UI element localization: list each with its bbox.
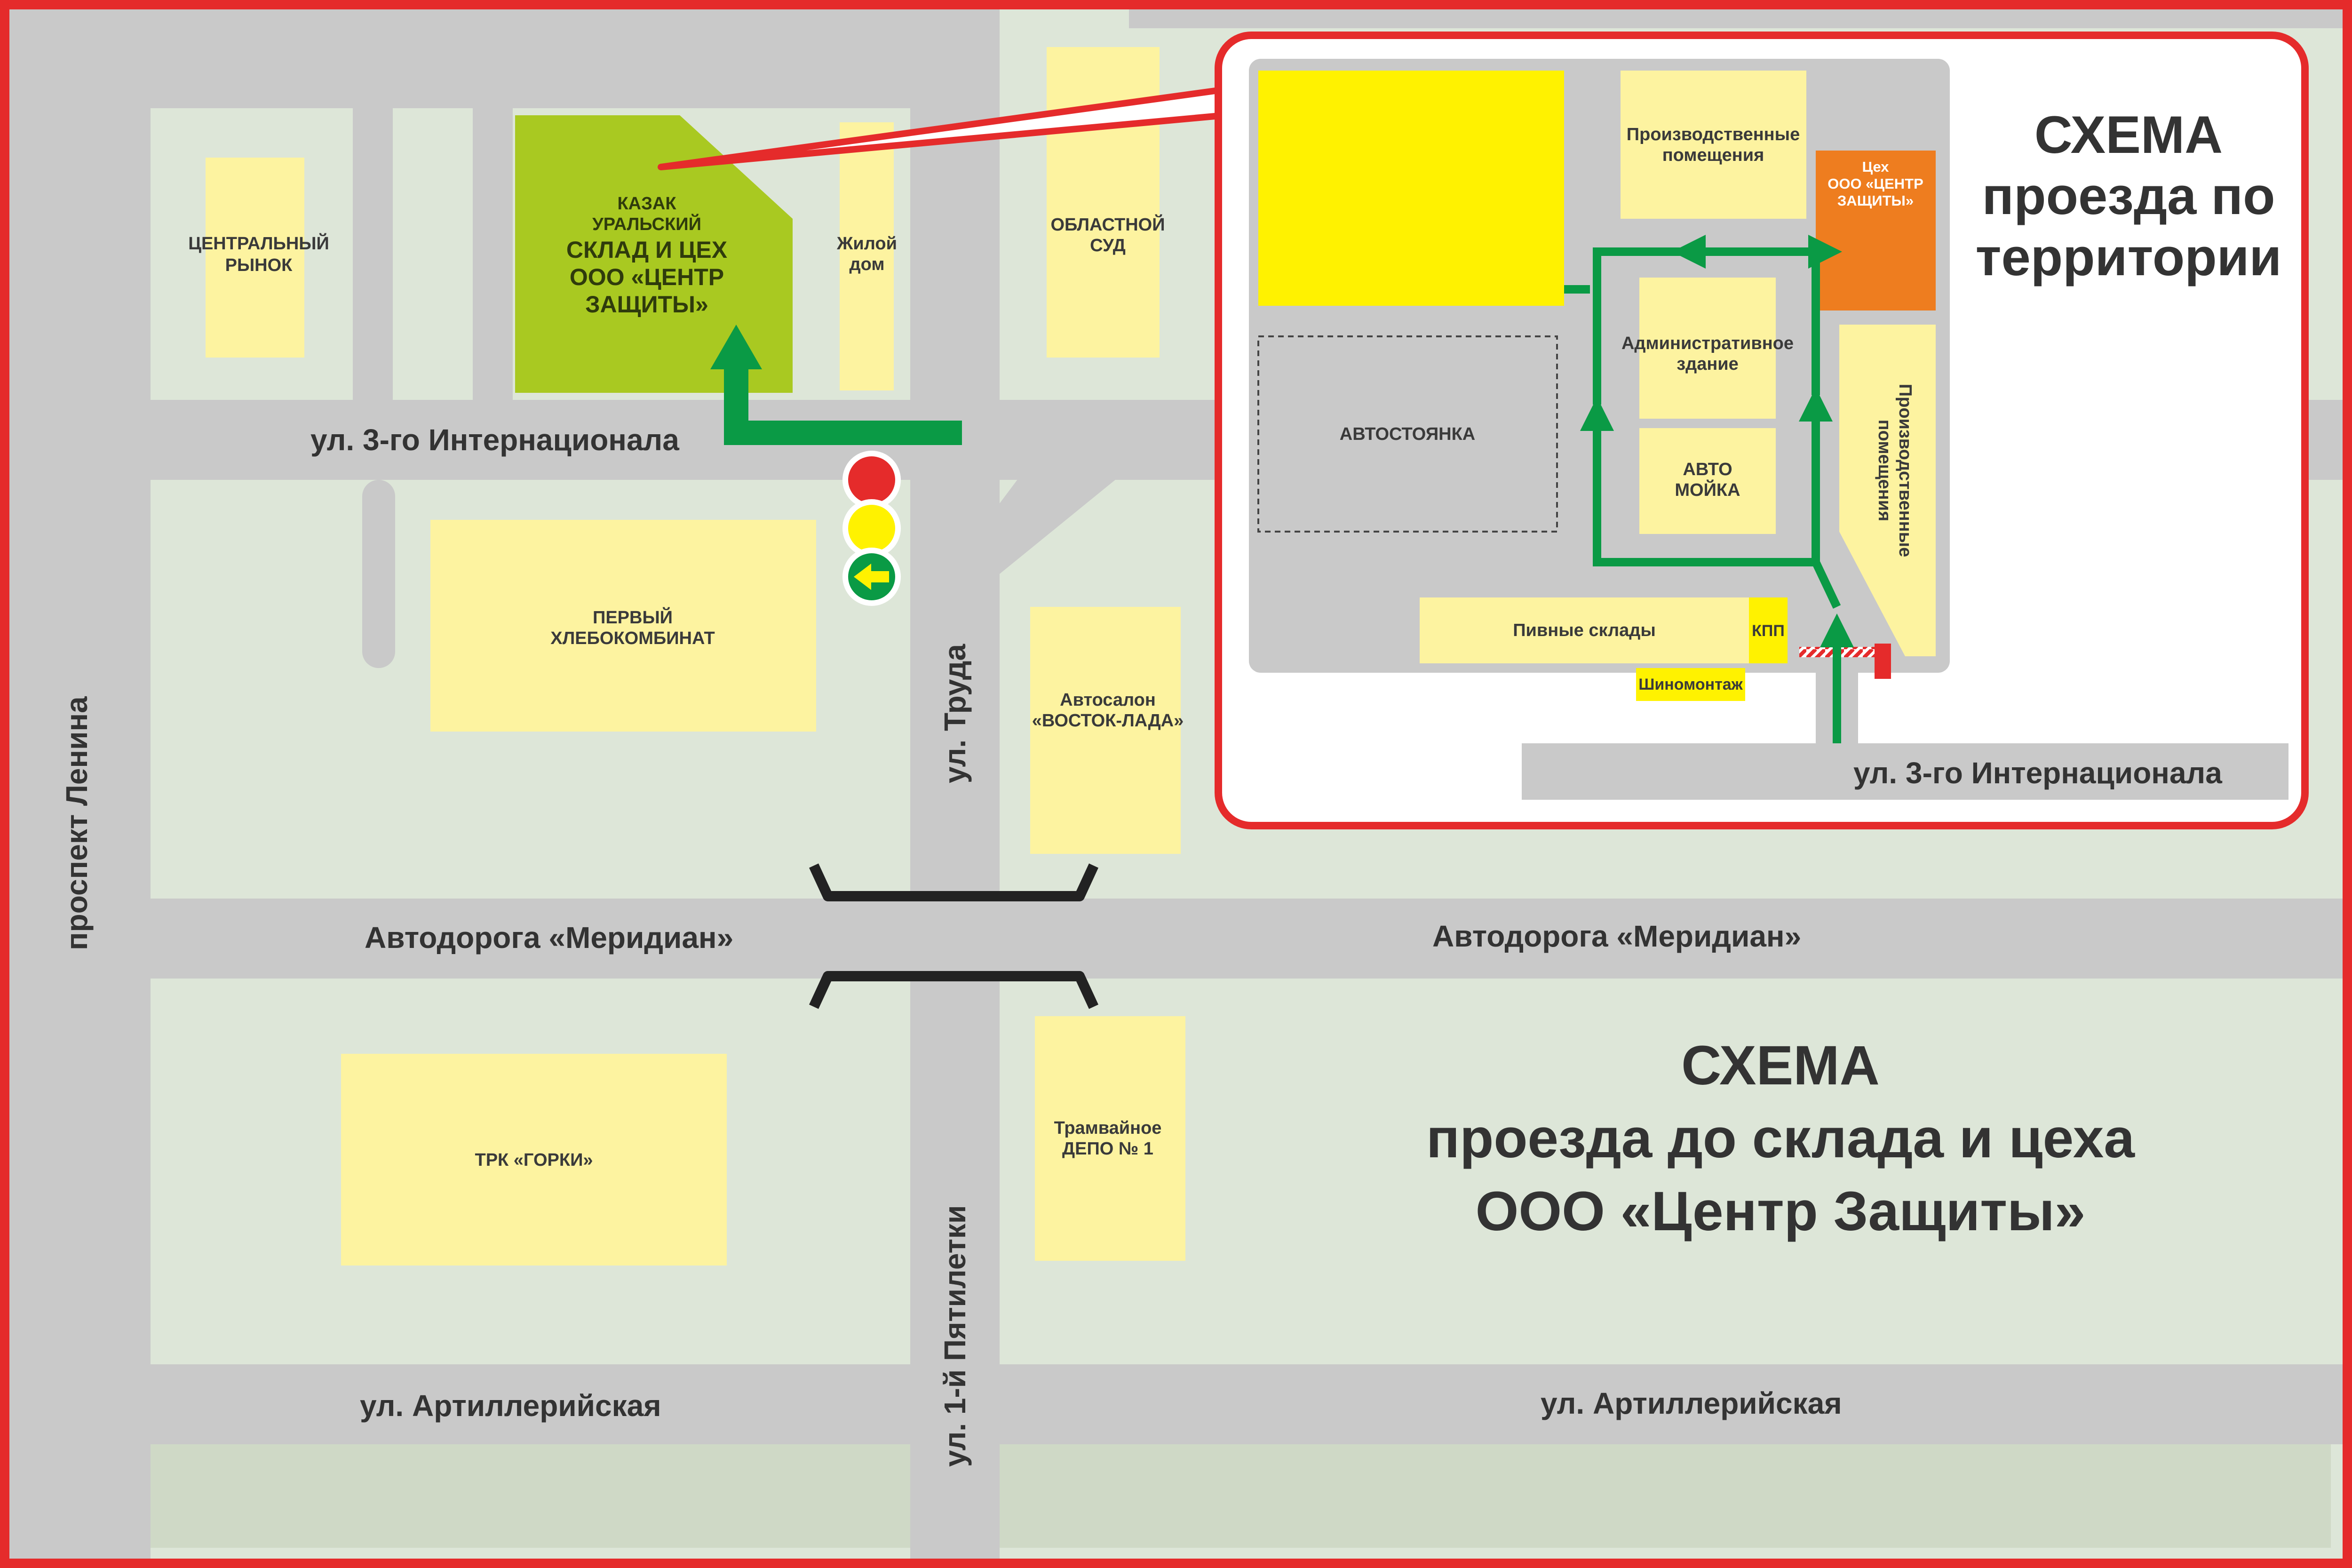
street-meridian-right: Автодорога «Меридиан»: [1432, 919, 1801, 953]
inset-parking-label: АВТОСТОЯНКА: [1340, 424, 1475, 444]
street-artilleriyskaya-right: ул. Артиллерийская: [1541, 1386, 1842, 1420]
inset-street-label: ул. 3-го Интернационала: [1853, 756, 2222, 790]
inset-title-line-1: СХЕМА: [2034, 105, 2223, 164]
traffic-light-red: [848, 456, 895, 503]
traffic-light-yellow: [848, 505, 895, 552]
building-autosalon: [1030, 607, 1181, 854]
inset-production-right-label: Производственныепомещения: [1875, 384, 1915, 557]
building-residential: [840, 122, 894, 390]
left-arrow-icon: [854, 564, 889, 590]
route-arrow: [724, 358, 962, 445]
street-internationala: ул. 3-го Интернационала: [310, 423, 679, 457]
inset-title-line-3: территории: [1976, 228, 2282, 287]
inset-beer-label: Пивные склады: [1513, 621, 1656, 640]
lane-2: [473, 99, 513, 400]
inset-checkpoint-label: КПП: [1752, 622, 1785, 640]
inset-yellow-building: [1258, 71, 1564, 306]
inset-tires-label: Шиномонтаж: [1638, 676, 1743, 693]
road-lenina: [9, 9, 151, 1559]
traffic-light: [842, 451, 901, 606]
building-court: [1047, 47, 1160, 358]
building-depot: [1035, 1016, 1185, 1261]
inset-road: [1522, 743, 2288, 800]
lane-3: [362, 480, 395, 668]
street-truda: ул. Труда: [938, 644, 972, 784]
street-meridian-left: Автодорога «Меридиан»: [365, 921, 733, 955]
top-strip-right: [1129, 9, 2343, 28]
inset-route-top-back: [1672, 235, 1820, 395]
road-artilleriyskaya: [9, 1364, 2343, 1444]
main-title-line-3: ООО «Центр Защиты»: [1476, 1180, 2086, 1242]
inset-parking: [1257, 335, 1558, 533]
building-warehouse: [515, 115, 793, 393]
inset-workshop: [1816, 151, 1936, 310]
lower-block-right: [1000, 1444, 2331, 1548]
inset-title-line-2: проезда по: [1982, 167, 2275, 225]
inset-route-left: [1580, 397, 1693, 566]
inset-route: [1564, 235, 1854, 743]
road-meridian: [9, 899, 2343, 979]
main-title-line-2: проезда до склада и цеха: [1426, 1107, 2135, 1170]
bridge: [809, 863, 1098, 1009]
building-market: [206, 158, 304, 358]
inset-carwash: [1639, 428, 1776, 534]
lower-block-left: [151, 1444, 910, 1548]
main-title: СХЕМА проезда до склада и цеха ООО «Цент…: [1426, 1035, 2135, 1242]
road-truda: [910, 9, 1000, 1559]
route-arrow-head: [710, 325, 762, 369]
road-network: [9, 9, 2343, 1559]
top-strip-left: [151, 9, 910, 108]
street-artilleriyskaya-left: ул. Артиллерийская: [360, 1389, 661, 1423]
inset-admin: [1639, 278, 1776, 419]
bridge-bottom: [809, 971, 1098, 1009]
main-title-line-1: СХЕМА: [1681, 1035, 1880, 1097]
inset-barrier-post: [1875, 644, 1891, 679]
inset-checkpoint: [1749, 597, 1788, 663]
street-lenina: проспект Ленина: [60, 696, 94, 950]
building-mall: [341, 1054, 727, 1266]
inset-production-top: [1621, 71, 1806, 219]
lane-1: [353, 99, 393, 400]
building-bakery: [430, 520, 816, 732]
diagonal-road: [1000, 400, 1138, 574]
building-autosalon-label: Автосалон«ВОСТОК-ЛАДА»: [1032, 690, 1184, 731]
inset-beer: [1420, 597, 1749, 663]
street-labels: ул. 3-го Интернационала проспект Ленина …: [60, 423, 1842, 1467]
inset-production-right: [1839, 325, 1936, 656]
street-pyatiletki: ул. 1-й Пятилетки: [938, 1205, 972, 1467]
inset-tires: [1636, 668, 1745, 701]
building-mall-label: ТРК «ГОРКИ»: [475, 1150, 593, 1170]
bridge-top: [809, 863, 1098, 901]
